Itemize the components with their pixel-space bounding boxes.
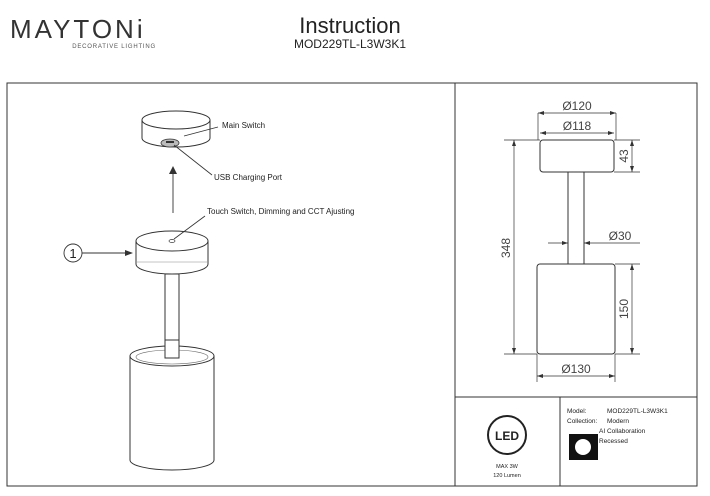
- info-note-recessed: Recessed: [599, 438, 628, 445]
- info-model-row: Model: MOD229TL-L3W3K1: [567, 407, 697, 417]
- dim-h43: 43: [617, 149, 631, 163]
- recessed-icon-circle: [575, 439, 591, 455]
- dim-d118: Ø118: [563, 119, 592, 133]
- badge-max-power: MAX 3W: [496, 464, 519, 470]
- product-info: Model: MOD229TL-L3W3K1 Collection: Moder…: [567, 407, 697, 447]
- info-collection-key: Collection:: [567, 418, 598, 425]
- callout-line-main-switch: [183, 126, 219, 137]
- callout-main-switch: Main Switch: [222, 121, 265, 130]
- dim-d120: Ø120: [562, 99, 592, 113]
- callout-line-usb: [173, 144, 213, 176]
- led-badge-icon: [487, 415, 527, 455]
- info-note-ai: AI Collaboration: [599, 428, 646, 435]
- dim-h150: 150: [617, 299, 631, 319]
- arrow-up-icon: [169, 166, 177, 174]
- touch-switch-dot: [168, 239, 176, 243]
- dim-d30: Ø30: [609, 229, 632, 243]
- badge-lumen: 120 Lumen: [493, 473, 521, 479]
- callout-touch-switch: Touch Switch, Dimming and CCT Ajusting: [207, 207, 354, 216]
- callout-usb-port: USB Charging Port: [214, 173, 283, 182]
- dim-d130: Ø130: [561, 362, 591, 376]
- callout-line-touch: [173, 215, 206, 240]
- info-collection-row: Collection: Modern: [567, 417, 697, 427]
- brand-tagline: DECORATIVE LIGHTING: [72, 44, 156, 50]
- dimension-lines: [504, 112, 640, 382]
- info-model-key: Model:: [567, 408, 587, 415]
- led-badge-label: LED: [495, 429, 519, 443]
- part-number: 1: [69, 246, 76, 261]
- page-title: Instruction: [299, 13, 401, 38]
- dim-h348: 348: [499, 238, 513, 258]
- model-number: MOD229TL-L3W3K1: [293, 37, 407, 52]
- brand-logo: MAYTONi DECORATIVE LIGHTING: [10, 16, 160, 50]
- base-disc: [141, 110, 211, 148]
- frame-outer: [6, 82, 698, 487]
- dimension-arrows: [512, 111, 634, 378]
- part-arrow-icon: [125, 250, 133, 256]
- info-model-value: MOD229TL-L3W3K1: [607, 408, 668, 415]
- elevation-drawing: [536, 139, 616, 355]
- brand-name: MAYTONi: [10, 14, 146, 44]
- page-title-block: Instruction MOD229TL-L3W3K1: [250, 14, 450, 51]
- lamp-cylinder: [129, 339, 215, 471]
- lamp-head: [135, 230, 209, 275]
- info-collection-value: Modern: [607, 418, 630, 425]
